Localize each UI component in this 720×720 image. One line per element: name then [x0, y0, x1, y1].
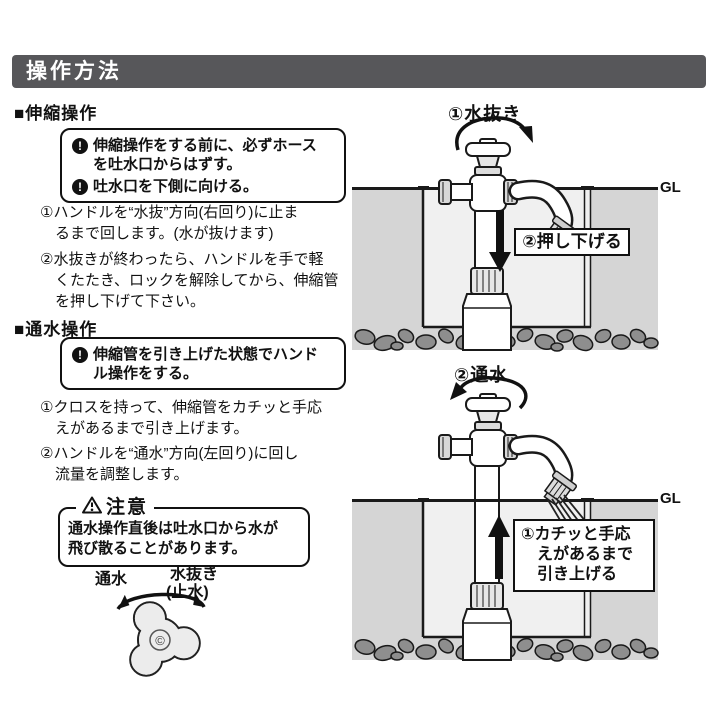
top-gl-label: GL [660, 179, 681, 196]
step-item: ②ハンドルを“通水”方向(左回り)に回し 流量を調整します。 [40, 445, 299, 483]
rotate-clockwise-arrow-icon [455, 116, 533, 151]
exclamation-icon: ! [72, 347, 88, 363]
warning-text: 吐水口を下側に向ける。 [93, 178, 259, 195]
exclamation-icon: ! [72, 138, 88, 154]
push-down-arrow-icon [489, 210, 511, 272]
section-heading-telescope: ■伸縮操作 [14, 104, 98, 123]
section-heading-flow: ■通水操作 [14, 320, 98, 339]
faucet [439, 394, 577, 508]
warning-item: ! 吐水口を下側に向ける。 [70, 177, 338, 196]
exclamation-icon: ! [72, 179, 88, 195]
rotate-counterclockwise-arrow-icon [450, 376, 528, 410]
warning-item: ! 伸縮操作をする前に、必ずホース を吐水口からはずす。 [70, 136, 338, 174]
step-item: ②水抜きが終わったら、ハンドルを手で軽 くたたき、ロックを解除してから、伸縮管 … [40, 251, 339, 310]
knob-shape: © [129, 601, 201, 677]
bottom-gl-label: GL [660, 490, 681, 507]
caution-text: 通水操作直後は吐水口から水が 飛び散ることがあります。 [68, 520, 279, 557]
top-action-label-box: ②押し下げる [514, 228, 630, 256]
warning-text: 伸縮管を引き上げた状態でハンド ル操作をする。 [93, 346, 319, 382]
knob-label-flow: 通水 [95, 571, 128, 588]
handle-knob-diagram: © [116, 592, 206, 677]
standpipe-illustration-drained [352, 116, 659, 352]
bottom-illustration-step-label: ②通水 [454, 365, 509, 385]
warning-box-telescope: ! 伸縮操作をする前に、必ずホース を吐水口からはずす。 ! 吐水口を下側に向け… [60, 128, 346, 203]
bottom-action-label-box: ①カチッと手応 えがあるまで 引き上げる [513, 519, 655, 592]
standpipe-illustration-flowing [352, 376, 659, 662]
knob-label-drain: 水抜き [170, 566, 219, 583]
step-item: ①クロスを持って、伸縮管をカチッと手応 えがあるまで引き上げます。 [40, 399, 322, 437]
copyright-mark: © [155, 633, 165, 648]
pull-up-arrow-icon [488, 515, 510, 579]
warning-box-flow: ! 伸縮管を引き上げた状態でハンド ル操作をする。 [60, 337, 346, 390]
warning-item: ! 伸縮管を引き上げた状態でハンド ル操作をする。 [70, 345, 338, 383]
rotation-arrow-icon [116, 592, 206, 611]
page-title: 操作方法 [12, 55, 706, 88]
warning-triangle-icon [82, 496, 102, 514]
step-item: ①ハンドルを“水抜”方向(右回り)に止ま るまで回します。(水が抜けます) [40, 204, 299, 242]
gravel [354, 637, 659, 662]
caution-title: 注意 [76, 492, 155, 518]
warning-text: 伸縮操作をする前に、必ずホース を吐水口からはずす。 [93, 137, 317, 173]
